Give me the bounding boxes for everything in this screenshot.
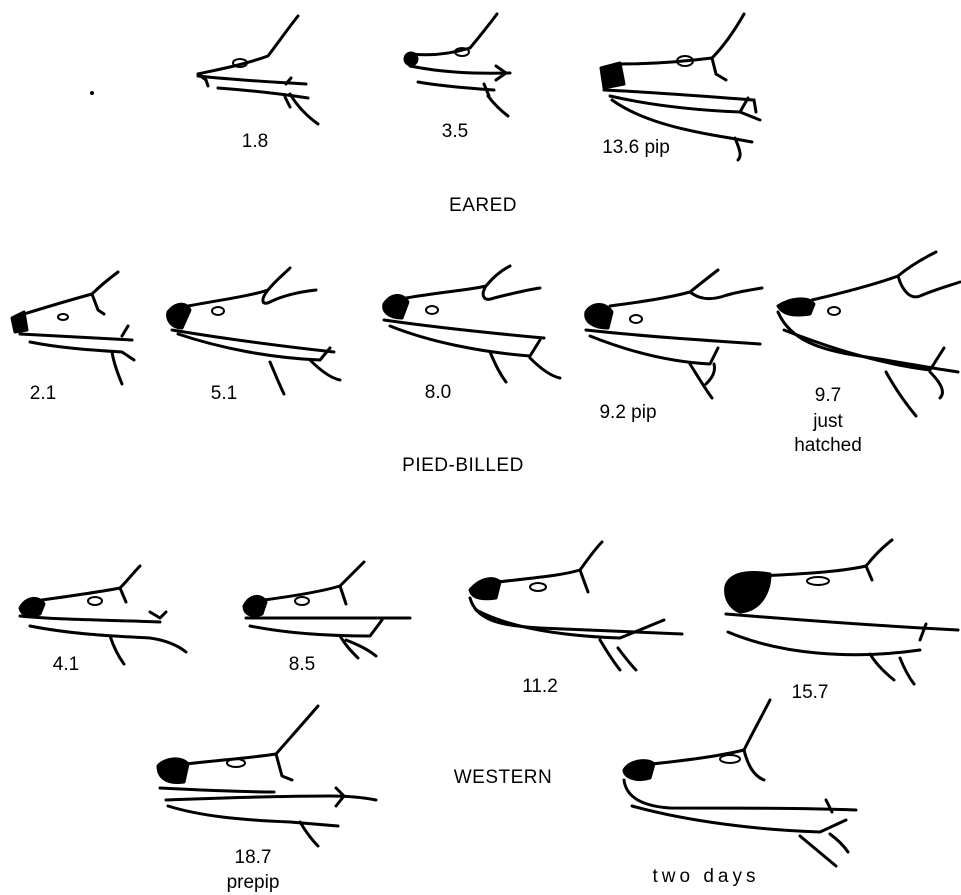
label-western-18.7: 18.7 [235, 848, 272, 867]
pied-head-5.1 [168, 268, 340, 394]
group-title-pied-billed: PIED-BILLED [402, 456, 524, 475]
label-eared-3.5: 3.5 [442, 122, 468, 141]
group-title-western: WESTERN [454, 768, 553, 787]
label-western-4.1: 4.1 [53, 655, 79, 674]
pied-head-8.0 [384, 266, 560, 382]
label-western-two-days: two days [653, 867, 760, 886]
label-pied-5.1: 5.1 [211, 384, 237, 403]
pied-head-9.2-pip [586, 270, 762, 398]
label-eared-13.6-pip: 13.6 pip [602, 138, 670, 157]
stray-dot [90, 91, 94, 95]
label-pied-2.1: 2.1 [30, 384, 56, 403]
pied-head-2.1 [12, 272, 134, 384]
western-head-11.2 [470, 542, 682, 670]
label-pied-9.2-pip: 9.2 pip [599, 403, 656, 422]
label-pied-9.7: 9.7 [815, 386, 841, 405]
group-title-eared: EARED [449, 196, 517, 215]
label-eared-1.8: 1.8 [242, 132, 268, 151]
western-head-15.7 [726, 540, 958, 684]
western-head-8.5 [244, 562, 410, 658]
western-head-two-days [624, 700, 856, 866]
pied-head-9.7 [778, 252, 960, 416]
label-western-15.7: 15.7 [792, 683, 829, 702]
eared-head-1.8 [198, 16, 318, 124]
label-western-11.2: 11.2 [522, 677, 558, 696]
eared-head-3.5 [405, 14, 510, 116]
label-western-prepip: prepip [227, 873, 280, 892]
western-head-4.1 [20, 566, 186, 664]
western-head-18.7-prepip [158, 706, 376, 846]
label-pied-hatched: hatched [794, 436, 862, 455]
label-pied-8.0: 8.0 [425, 383, 451, 402]
label-pied-just: just [813, 412, 843, 431]
label-western-8.5: 8.5 [289, 655, 315, 674]
